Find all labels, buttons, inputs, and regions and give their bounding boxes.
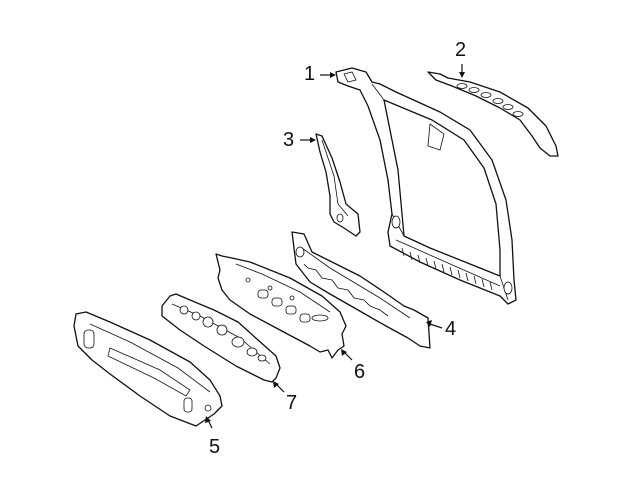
callout-3: 3 — [283, 129, 295, 151]
part-6-crossmember — [215, 253, 347, 359]
leader-lines — [205, 64, 465, 429]
part-5-rear-crossmember — [73, 311, 223, 427]
part-2-roof-rail — [427, 71, 559, 157]
callout-7: 7 — [286, 392, 298, 414]
callout-1: 1 — [304, 63, 316, 85]
part-4-rocker-reinforcement — [291, 231, 431, 349]
callout-4: 4 — [445, 318, 457, 340]
callout-5: 5 — [209, 436, 221, 458]
callout-6: 6 — [354, 361, 366, 383]
part-1-side-frame — [335, 67, 517, 305]
part-3-pillar-reinforcement — [315, 133, 361, 237]
part-7-seat-crossmember — [161, 293, 281, 383]
callout-2: 2 — [455, 39, 467, 61]
